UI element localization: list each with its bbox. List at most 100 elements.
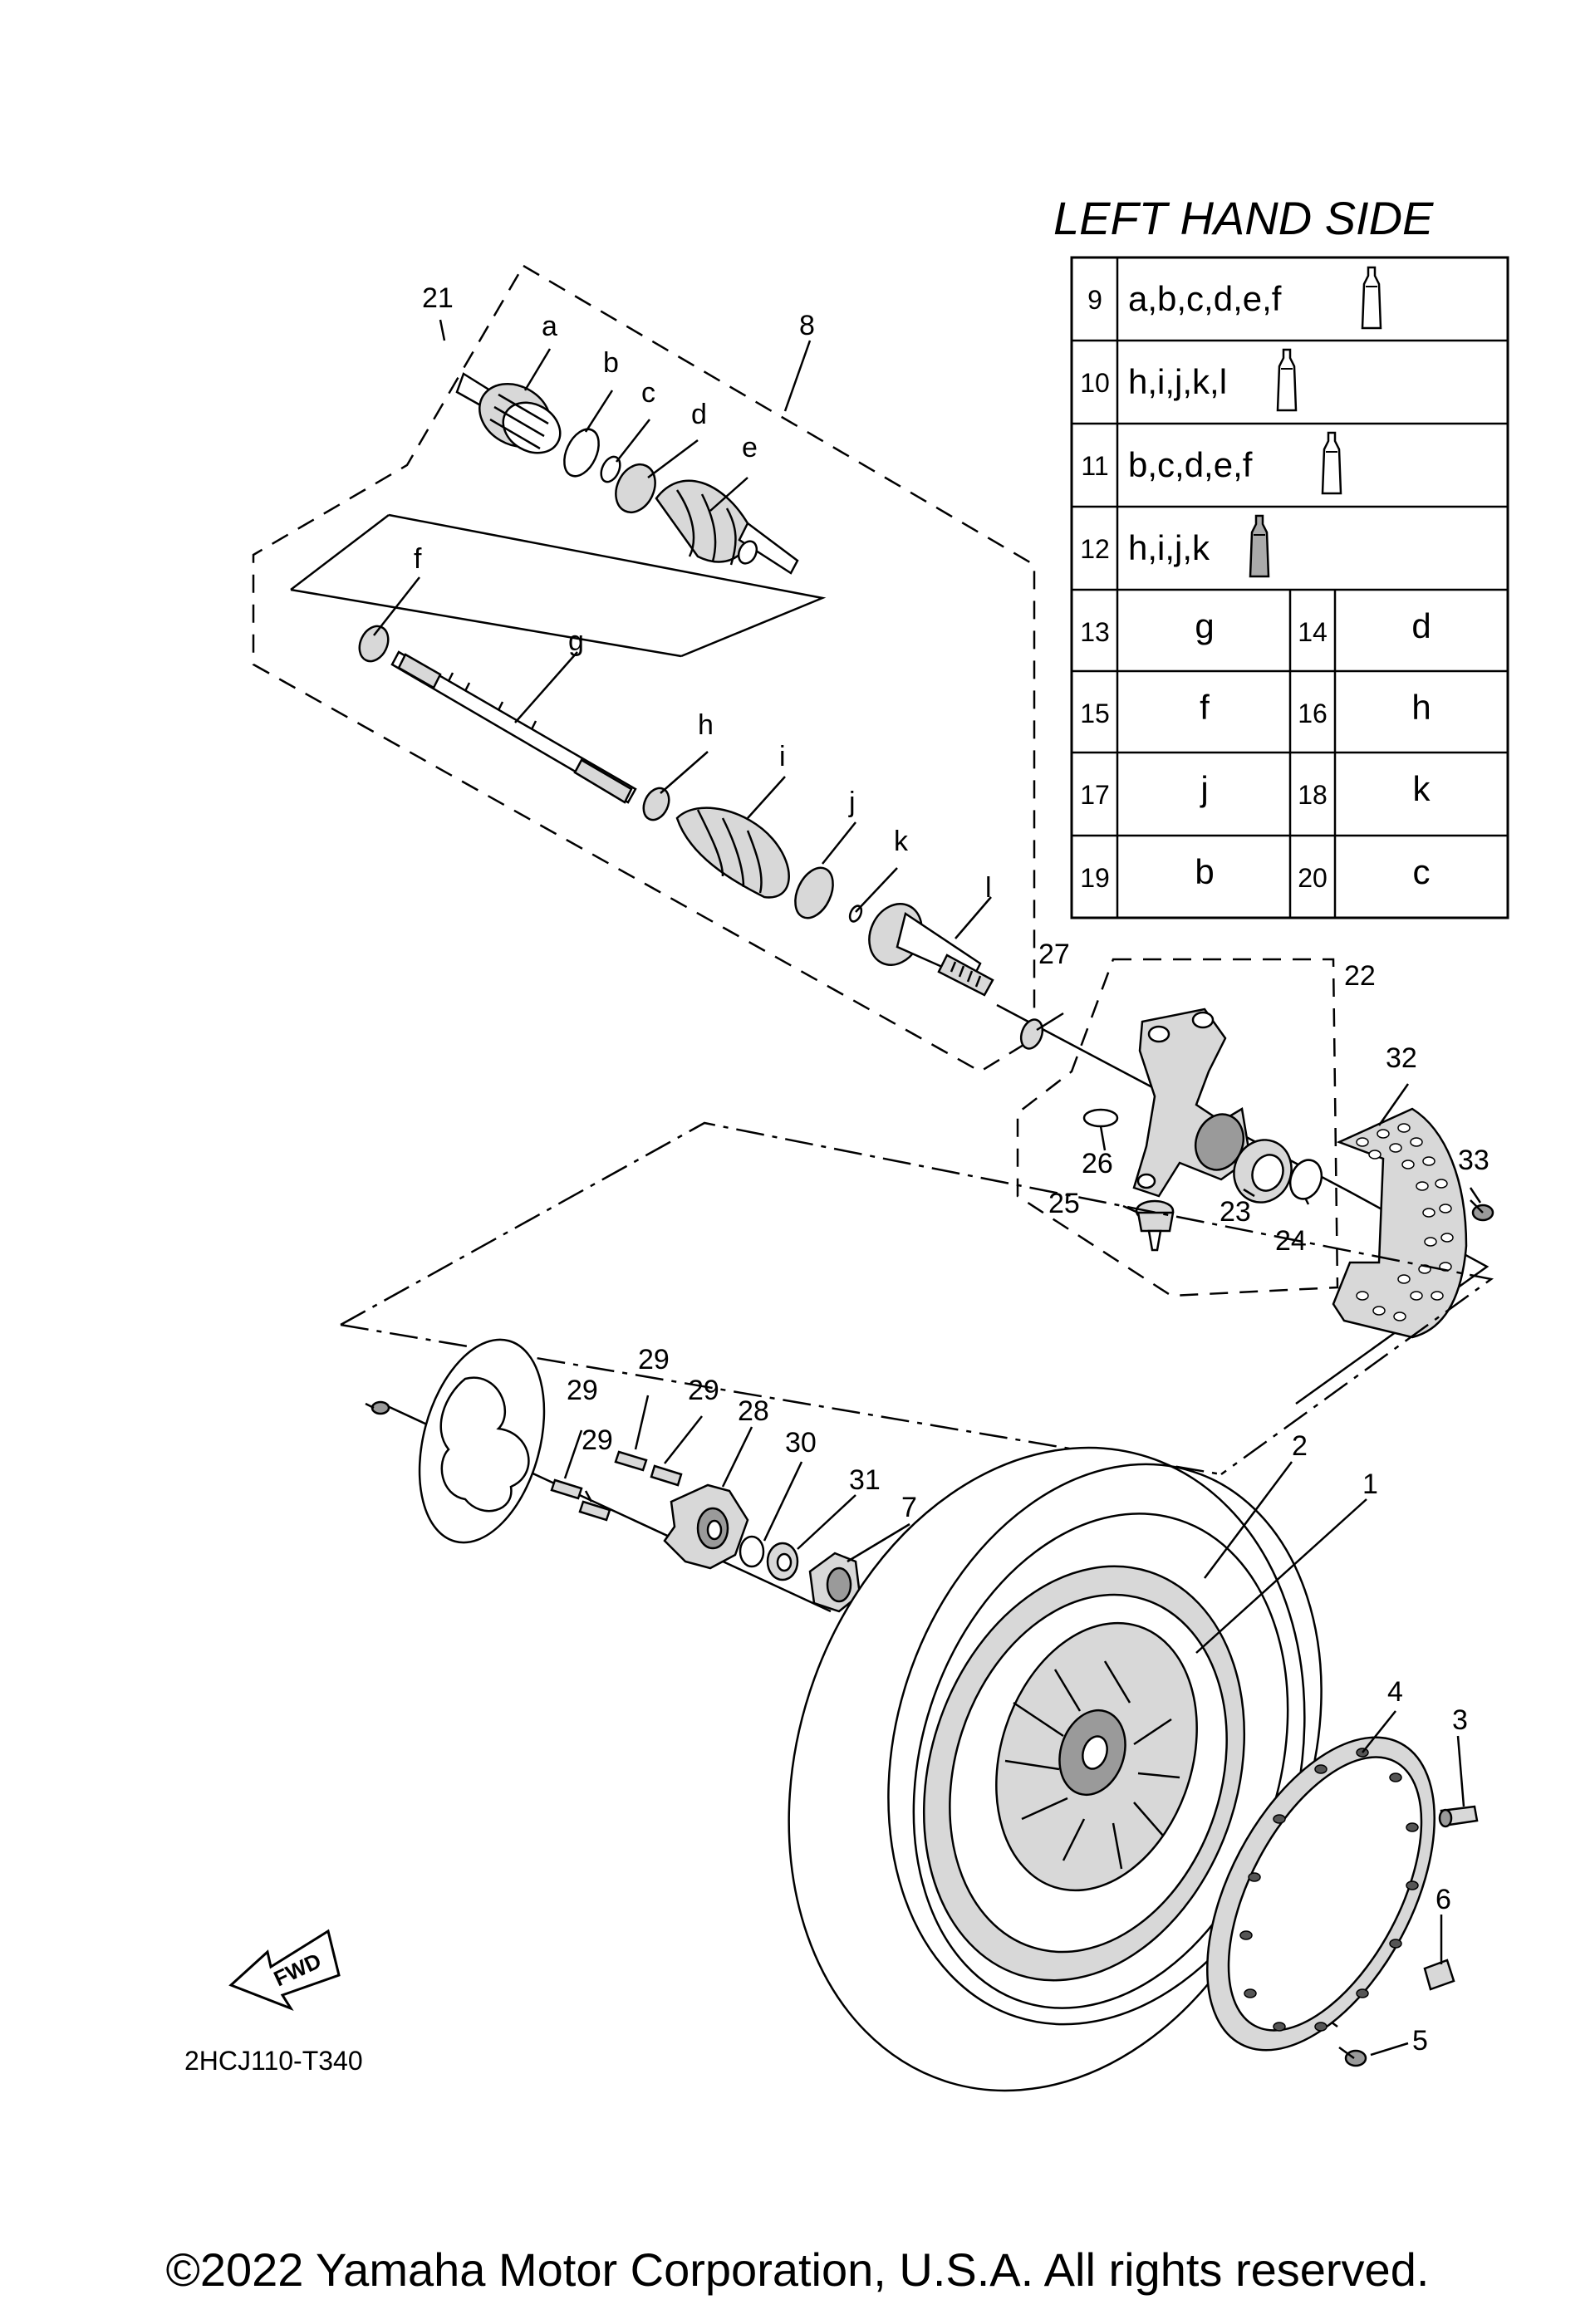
reference-outline xyxy=(340,1121,1494,1476)
section-title: LEFT HAND SIDE xyxy=(1053,192,1434,244)
copyright-notice: ©2022 Yamaha Motor Corporation, U.S.A. A… xyxy=(166,2243,1430,2296)
group-8-boundary xyxy=(252,264,1036,1073)
wheel-rim-1 xyxy=(922,1565,1246,1982)
brake-disc xyxy=(418,1338,546,1544)
pair-row-number-a: 15 xyxy=(1080,699,1110,728)
boot-i xyxy=(675,807,790,899)
steering-knuckle xyxy=(1132,1008,1252,1198)
shaft-g xyxy=(390,650,637,804)
callout-f: f xyxy=(414,543,422,575)
pair-row-value-a: f xyxy=(1200,688,1210,727)
pair-row-value-a: b xyxy=(1195,852,1214,891)
ring-c xyxy=(600,455,621,483)
callout-leaders xyxy=(373,319,1482,2057)
callout-28: 28 xyxy=(738,1395,769,1427)
grease-tube-icon xyxy=(1361,266,1382,330)
inner-cv-joint-l xyxy=(868,903,994,997)
kit-row-number: 11 xyxy=(1081,451,1108,481)
callout-4: 4 xyxy=(1387,1676,1403,1708)
kit-row-number: 12 xyxy=(1080,534,1110,564)
pair-row-value-b: k xyxy=(1413,769,1431,808)
pair-row-value-b: d xyxy=(1411,606,1431,645)
kit-row-contents: h,i,j,k xyxy=(1128,528,1210,567)
kit-row-contents: b,c,d,e,f xyxy=(1128,445,1253,484)
callout-29-b: 29 xyxy=(582,1424,613,1456)
pair-row-value-a: j xyxy=(1199,769,1208,808)
circlip-26 xyxy=(1082,1108,1119,1128)
pair-row-value-a: g xyxy=(1195,606,1214,645)
brake-shield-32 xyxy=(1332,1107,1468,1339)
group-22-boundary xyxy=(1016,958,1339,1297)
callout-k: k xyxy=(894,826,909,857)
oil-seal-27 xyxy=(1019,1018,1044,1050)
circlip-b xyxy=(563,428,600,478)
callout-24: 24 xyxy=(1275,1225,1307,1257)
kit-row-number: 9 xyxy=(1087,285,1102,315)
wheel-bearing-23 xyxy=(1233,1139,1293,1204)
callout-31: 31 xyxy=(849,1464,881,1496)
callout-labels: 21 a b c d e 8 f g h i j k l 27 22 32 26… xyxy=(414,282,1489,2057)
callout-h: h xyxy=(698,709,714,741)
washer-30 xyxy=(739,1535,765,1568)
callout-c: c xyxy=(641,377,655,409)
kit-row-number: 10 xyxy=(1080,368,1110,398)
boot-e xyxy=(655,479,799,575)
callout-26: 26 xyxy=(1082,1148,1113,1179)
pair-row: 19 b 20 c xyxy=(1080,852,1430,893)
callout-5: 5 xyxy=(1412,2025,1428,2057)
hub-cap-7 xyxy=(808,1552,861,1613)
callout-29-d: 29 xyxy=(688,1375,719,1406)
drive-shaft-assembly xyxy=(252,264,1036,1073)
callout-3: 3 xyxy=(1452,1704,1468,1736)
pair-row-number-b: 20 xyxy=(1298,863,1328,893)
callout-l: l xyxy=(985,872,992,904)
callout-23: 23 xyxy=(1220,1196,1251,1228)
wheel-assembly xyxy=(340,1121,1494,2092)
kit-row: 10 h,i,j,k,l xyxy=(1080,362,1227,401)
valve-stem-3 xyxy=(1438,1805,1479,1828)
shaft-reference-lines xyxy=(290,513,827,658)
callout-1: 1 xyxy=(1362,1468,1378,1500)
pair-row-value-b: h xyxy=(1411,688,1431,727)
callout-25: 25 xyxy=(1048,1188,1080,1219)
callout-30: 30 xyxy=(785,1427,817,1459)
grease-tube-icon xyxy=(1276,348,1298,412)
bolt-5 xyxy=(1338,2046,1367,2067)
pair-row-number-a: 17 xyxy=(1080,780,1110,810)
bolt-33 xyxy=(1470,1199,1494,1222)
callout-i: i xyxy=(779,741,786,772)
kit-row-contents: h,i,j,k,l xyxy=(1128,362,1227,401)
wheel-hub-28 xyxy=(663,1483,749,1570)
pair-row-number-a: 13 xyxy=(1080,617,1110,647)
kit-row: 9 a,b,c,d,e,f xyxy=(1087,279,1282,318)
hub-stud-29-a xyxy=(550,1478,583,1500)
callout-32: 32 xyxy=(1386,1042,1417,1074)
callout-6: 6 xyxy=(1436,1884,1451,1915)
boot-band-j xyxy=(794,866,834,919)
callout-22: 22 xyxy=(1344,960,1376,992)
kit-row: 12 h,i,j,k xyxy=(1080,528,1210,567)
grease-tube-icon xyxy=(1249,514,1270,578)
pair-row: 15 f 16 h xyxy=(1080,688,1431,728)
valve-cap-6 xyxy=(1423,1959,1455,1991)
callout-33: 33 xyxy=(1458,1145,1489,1176)
circlip-24 xyxy=(1288,1159,1323,1200)
kit-row: 11 b,c,d,e,f xyxy=(1081,445,1252,484)
pair-row-value-b: c xyxy=(1413,852,1431,891)
kit-row-contents: a,b,c,d,e,f xyxy=(1128,279,1282,318)
pair-row: 17 j 18 k xyxy=(1080,769,1431,810)
callout-j: j xyxy=(848,787,856,818)
outer-cv-joint-a xyxy=(455,372,562,454)
hub-stud-29-d xyxy=(650,1464,683,1487)
callout-29-a: 29 xyxy=(567,1375,598,1406)
callout-8: 8 xyxy=(799,310,815,341)
callout-21: 21 xyxy=(422,282,454,314)
hub-stud-29-c xyxy=(614,1450,648,1472)
hub-nut-31 xyxy=(766,1542,799,1581)
diagram-code: 2HCJ110-T340 xyxy=(184,2046,363,2076)
pair-row-number-b: 14 xyxy=(1298,617,1328,647)
callout-a: a xyxy=(542,311,557,342)
kit-contents-table: 9 a,b,c,d,e,f 10 h,i,j,k,l 11 b,c,d,e,f … xyxy=(1070,256,1509,919)
boot-band-f xyxy=(358,625,390,663)
